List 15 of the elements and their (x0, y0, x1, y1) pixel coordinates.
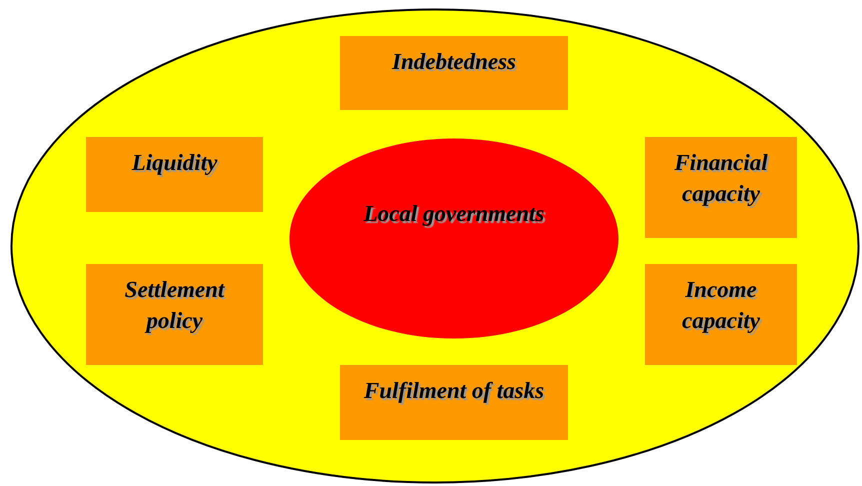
category-box (645, 264, 797, 365)
node-label: Income capacity (681, 276, 761, 335)
category-box (86, 264, 263, 365)
node-label: Local governments (364, 200, 544, 228)
node-label: Fulfilment of tasks (364, 377, 544, 405)
center-ellipse (288, 137, 620, 340)
category-box (645, 137, 797, 238)
node-label: Indebtedness (392, 48, 516, 76)
node-label: Financial capacity (673, 149, 769, 208)
category-box (86, 137, 263, 212)
node-label: Liquidity (132, 149, 218, 177)
enclosing-ellipse (10, 8, 860, 484)
node-label: Settlement policy (124, 276, 226, 335)
category-box (340, 365, 568, 440)
category-box (340, 36, 568, 110)
